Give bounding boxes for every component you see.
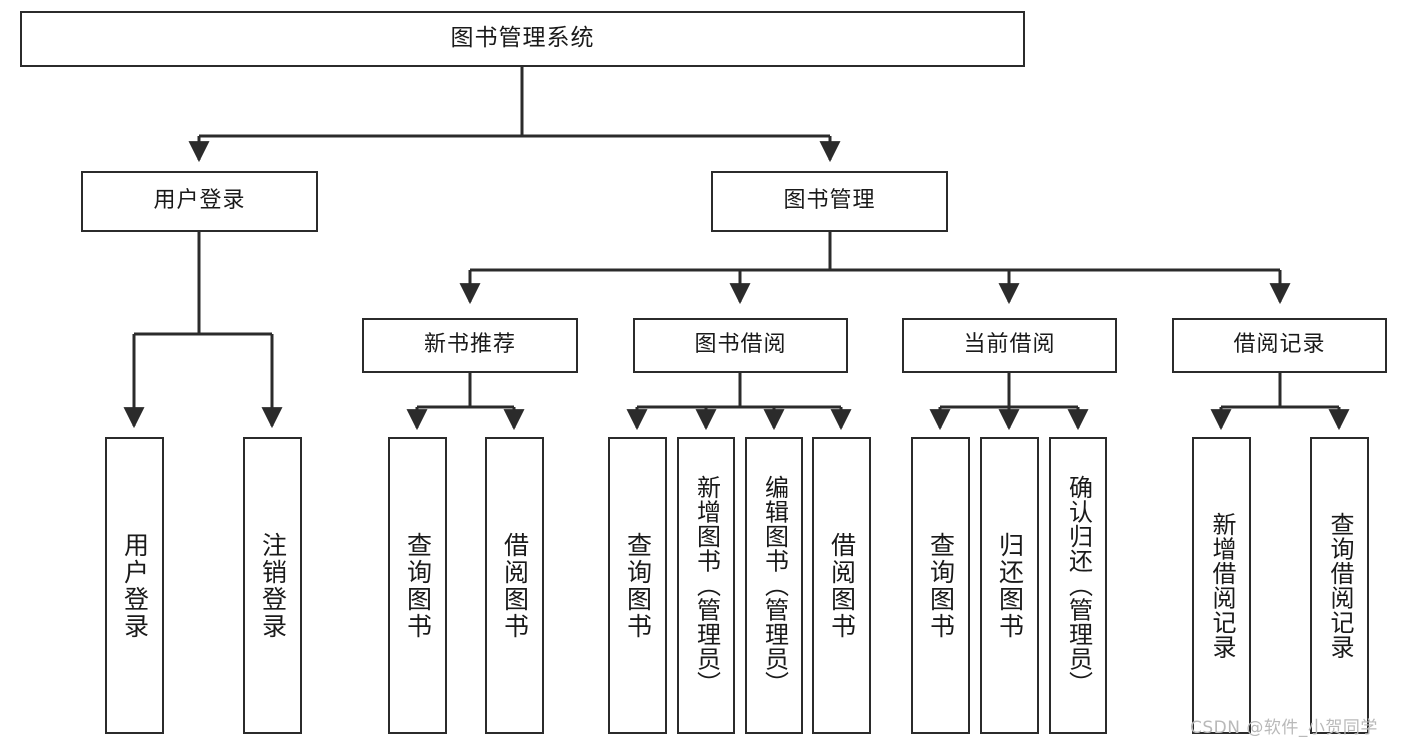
node-label: 查询借阅记录 [1325, 512, 1354, 659]
leaf-confirm-return-admin[interactable]: 确认归还（管理员） [1049, 437, 1107, 734]
leaf-edit-book-admin[interactable]: 编辑图书（管理员） [745, 437, 803, 734]
leaf-borrow-book[interactable]: 借阅图书 [812, 437, 871, 734]
node-label: 查询图书 [926, 531, 956, 640]
node-new-book-recommend[interactable]: 新书推荐 [362, 318, 578, 373]
node-root-system[interactable]: 图书管理系统 [20, 11, 1025, 67]
node-book-manage[interactable]: 图书管理 [711, 171, 948, 232]
leaf-user-login[interactable]: 用户登录 [105, 437, 164, 734]
node-label: 当前借阅 [963, 332, 1056, 358]
leaf-query-book-borrow[interactable]: 查询图书 [608, 437, 667, 734]
node-book-borrow[interactable]: 图书借阅 [633, 318, 848, 373]
node-label: 用户登录 [153, 188, 246, 214]
leaf-add-book-admin[interactable]: 新增图书（管理员） [677, 437, 735, 734]
node-label: 确认归还（管理员） [1064, 475, 1093, 696]
node-label: 图书管理 [783, 188, 876, 214]
node-user-login[interactable]: 用户登录 [81, 171, 318, 232]
node-label: 借阅图书 [827, 531, 857, 640]
leaf-query-borrow-record[interactable]: 查询借阅记录 [1310, 437, 1369, 734]
node-label: 新增图书（管理员） [692, 475, 721, 696]
node-borrow-record[interactable]: 借阅记录 [1172, 318, 1387, 373]
node-label: 用户登录 [120, 531, 150, 640]
node-label: 借阅记录 [1233, 332, 1326, 358]
node-label: 新书推荐 [423, 332, 516, 358]
leaf-query-book-current[interactable]: 查询图书 [911, 437, 970, 734]
node-current-borrow[interactable]: 当前借阅 [902, 318, 1117, 373]
node-label: 注销登录 [258, 531, 288, 640]
leaf-logout[interactable]: 注销登录 [243, 437, 302, 734]
node-label: 图书借阅 [694, 332, 787, 358]
node-label: 编辑图书（管理员） [760, 475, 789, 696]
leaf-query-book-rec[interactable]: 查询图书 [388, 437, 447, 734]
leaf-return-book[interactable]: 归还图书 [980, 437, 1039, 734]
node-label: 新增借阅记录 [1207, 512, 1236, 659]
node-label: 归还图书 [995, 531, 1025, 640]
node-label: 查询图书 [623, 531, 653, 640]
node-label: 图书管理系统 [450, 25, 595, 52]
node-label: 查询图书 [403, 531, 433, 640]
leaf-borrow-book-rec[interactable]: 借阅图书 [485, 437, 544, 734]
leaf-add-borrow-record[interactable]: 新增借阅记录 [1192, 437, 1251, 734]
node-label: 借阅图书 [500, 531, 530, 640]
csdn-watermark: CSDN @软件_小贺同学 [1190, 718, 1378, 738]
